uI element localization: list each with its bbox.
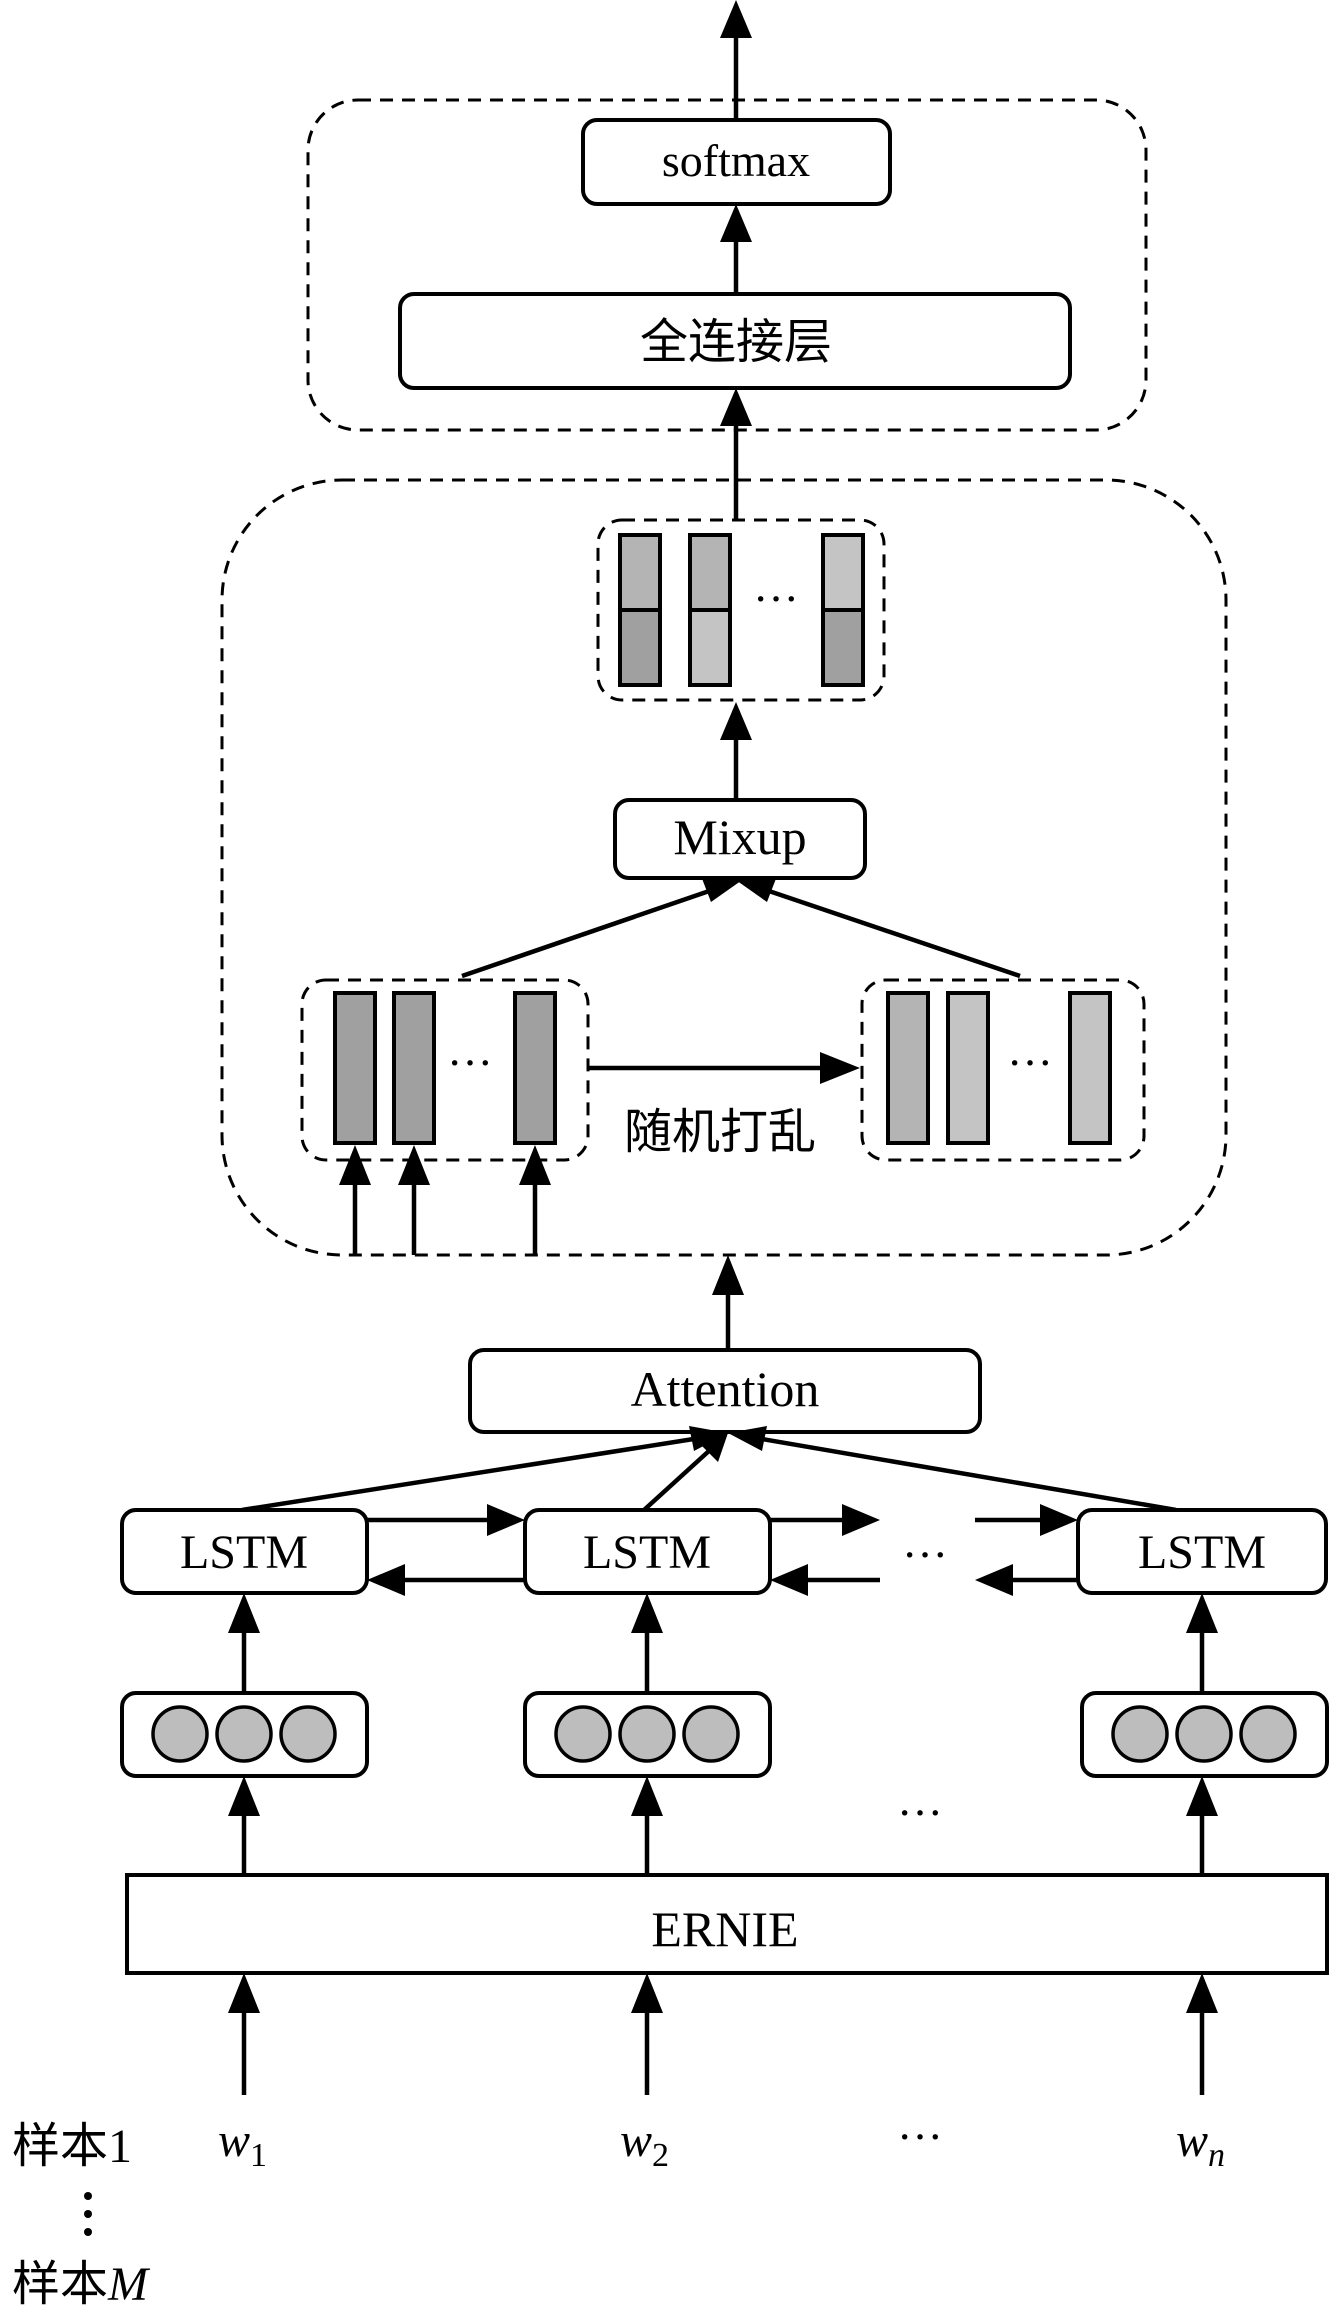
mixup-layer-group (220, 478, 1228, 1257)
original-feature-bars (333, 991, 557, 1145)
original-bar-1 (333, 991, 377, 1145)
input-ellipsis: ··· (897, 2111, 943, 2162)
input-to-ernie-arrows (228, 1973, 1218, 2095)
split-arrows (339, 1145, 551, 1255)
lstm-n-label: LSTM (1138, 1526, 1266, 1579)
attention-to-mixup-arrow (712, 1255, 744, 1350)
output-layer-group (306, 98, 1148, 432)
original-bar-n (513, 991, 557, 1145)
mixed-bar-1-bottom (618, 608, 662, 687)
mixed-bar-1-top (618, 533, 662, 612)
mixup-node: Mixup (613, 798, 867, 880)
sample-vertical-ellipsis (84, 2192, 92, 2236)
mixed-ellipsis: ··· (753, 573, 799, 624)
mixed-to-fc-arrow (720, 388, 752, 520)
softmax-node: softmax (581, 118, 892, 206)
embedding-vector-2 (523, 1691, 772, 1778)
lstm-node-n: LSTM (1076, 1508, 1328, 1595)
original-bar-2 (392, 991, 436, 1145)
original-ellipsis: ··· (447, 1037, 493, 1088)
lstm-node-2: LSTM (523, 1508, 772, 1595)
softmax-label: softmax (662, 135, 810, 186)
lstm-forward-arrows (367, 1504, 1078, 1536)
sample-first-label: 样本1 (12, 2118, 132, 2174)
lstm-to-attention-arrows (241, 1426, 1177, 1513)
shuffled-bar-n (1068, 991, 1112, 1145)
lstm-1-label: LSTM (180, 1526, 308, 1579)
shuffled-ellipsis: ··· (1007, 1037, 1053, 1088)
fc-to-softmax-arrow (720, 204, 752, 294)
lstm-ellipsis: ··· (902, 1529, 948, 1580)
mixup-to-mixed-arrow (720, 702, 752, 800)
embedding-ellipsis: ··· (897, 1787, 943, 1838)
input-token-wn: wn (1176, 2114, 1225, 2174)
shuffled-bar-2 (946, 991, 990, 1145)
embedding-to-lstm-arrows (228, 1593, 1218, 1693)
shuffled-feature-group (860, 978, 1146, 1162)
embedding-vector-1 (120, 1691, 369, 1778)
ernie-node: ERNIE (125, 1873, 1329, 1975)
fully-connected-label: 全连接层 (640, 314, 832, 370)
lstm-node-1: LSTM (120, 1508, 369, 1595)
attention-label: Attention (631, 1361, 820, 1417)
input-token-w2: w2 (620, 2114, 669, 2174)
mixed-bar-2-bottom (688, 608, 732, 687)
attention-node: Attention (468, 1348, 982, 1434)
input-token-w1: w1 (218, 2114, 267, 2174)
original-to-mixup-arrow (461, 876, 745, 979)
sample-last-label: 样本M (12, 2256, 151, 2312)
embedding-vector-n (1080, 1691, 1329, 1778)
mixup-label: Mixup (673, 809, 806, 865)
mixed-feature-bars (618, 533, 865, 687)
lstm-2-label: LSTM (583, 1526, 711, 1579)
shuffled-feature-bars (886, 991, 1112, 1145)
shuffle-label: 随机打乱 (624, 1104, 816, 1160)
shuffled-to-mixup-arrow (733, 876, 1021, 979)
ernie-to-embedding-arrows (228, 1776, 1218, 1875)
shuffle-arrow (588, 1052, 860, 1084)
mixed-bar-n-top (821, 533, 865, 612)
mixed-bar-n-bottom (821, 608, 865, 687)
shuffled-bar-1 (886, 991, 930, 1145)
lstm-backward-arrows (367, 1564, 1078, 1596)
fully-connected-node: 全连接层 (398, 292, 1072, 390)
ernie-label: ERNIE (651, 1901, 798, 1957)
mixed-feature-group (596, 518, 886, 702)
mixed-bar-2-top (688, 533, 732, 612)
